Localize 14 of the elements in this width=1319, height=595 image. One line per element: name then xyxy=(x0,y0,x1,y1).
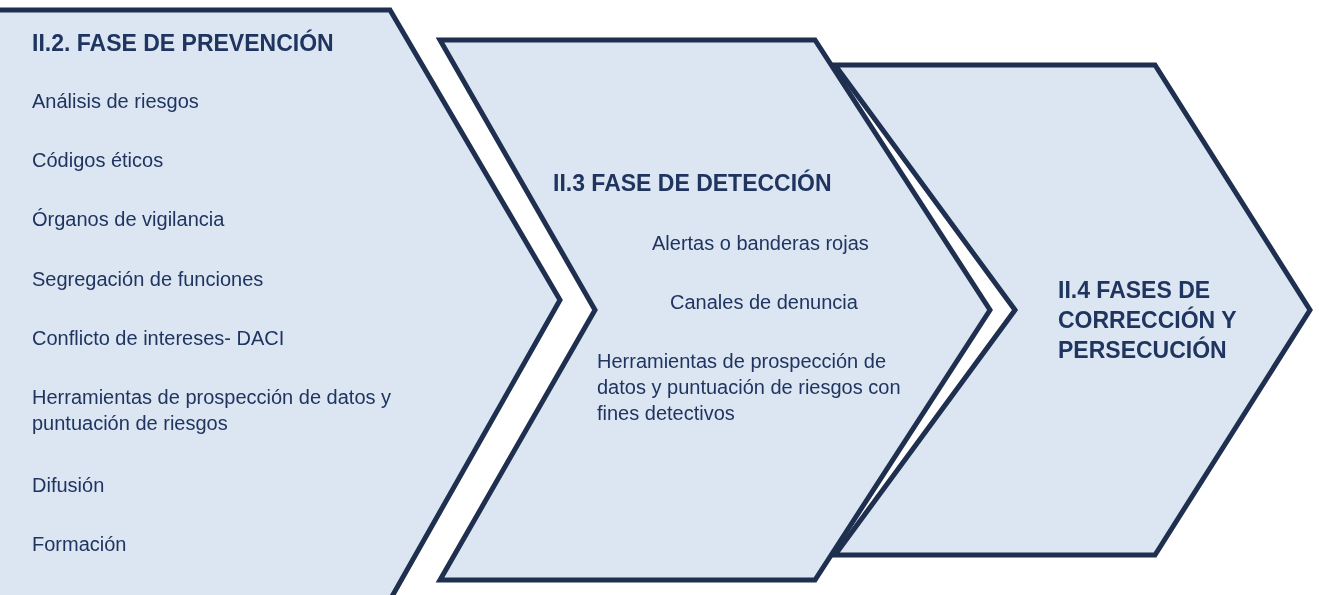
list-item: Alertas o banderas rojas xyxy=(652,231,870,256)
list-item: Análisis de riesgos xyxy=(32,89,200,114)
list-item: Órganos de vigilancia xyxy=(32,207,226,232)
list-item: Códigos éticos xyxy=(32,148,165,173)
list-item: Canales de denuncia xyxy=(670,290,859,315)
list-item: Formación xyxy=(32,532,128,557)
list-item: Herramientas de prospección de datos y puntuación de riesgos xyxy=(32,385,393,436)
phase-heading: II.4 FASES DE CORRECCIÓN Y PERSECUCIÓN xyxy=(1058,276,1238,365)
list-item: Difusión xyxy=(32,473,106,498)
list-item: Herramientas de prospección de datos y puntuación de riesgos con fines detectivos xyxy=(597,349,902,426)
list-item: Segregación de funciones xyxy=(32,267,265,292)
phase-heading: II.2. FASE DE PREVENCIÓN xyxy=(32,28,335,58)
phase-heading: II.3 FASE DE DETECCIÓN xyxy=(553,168,833,198)
list-item: Conflicto de intereses- DACI xyxy=(32,326,286,351)
